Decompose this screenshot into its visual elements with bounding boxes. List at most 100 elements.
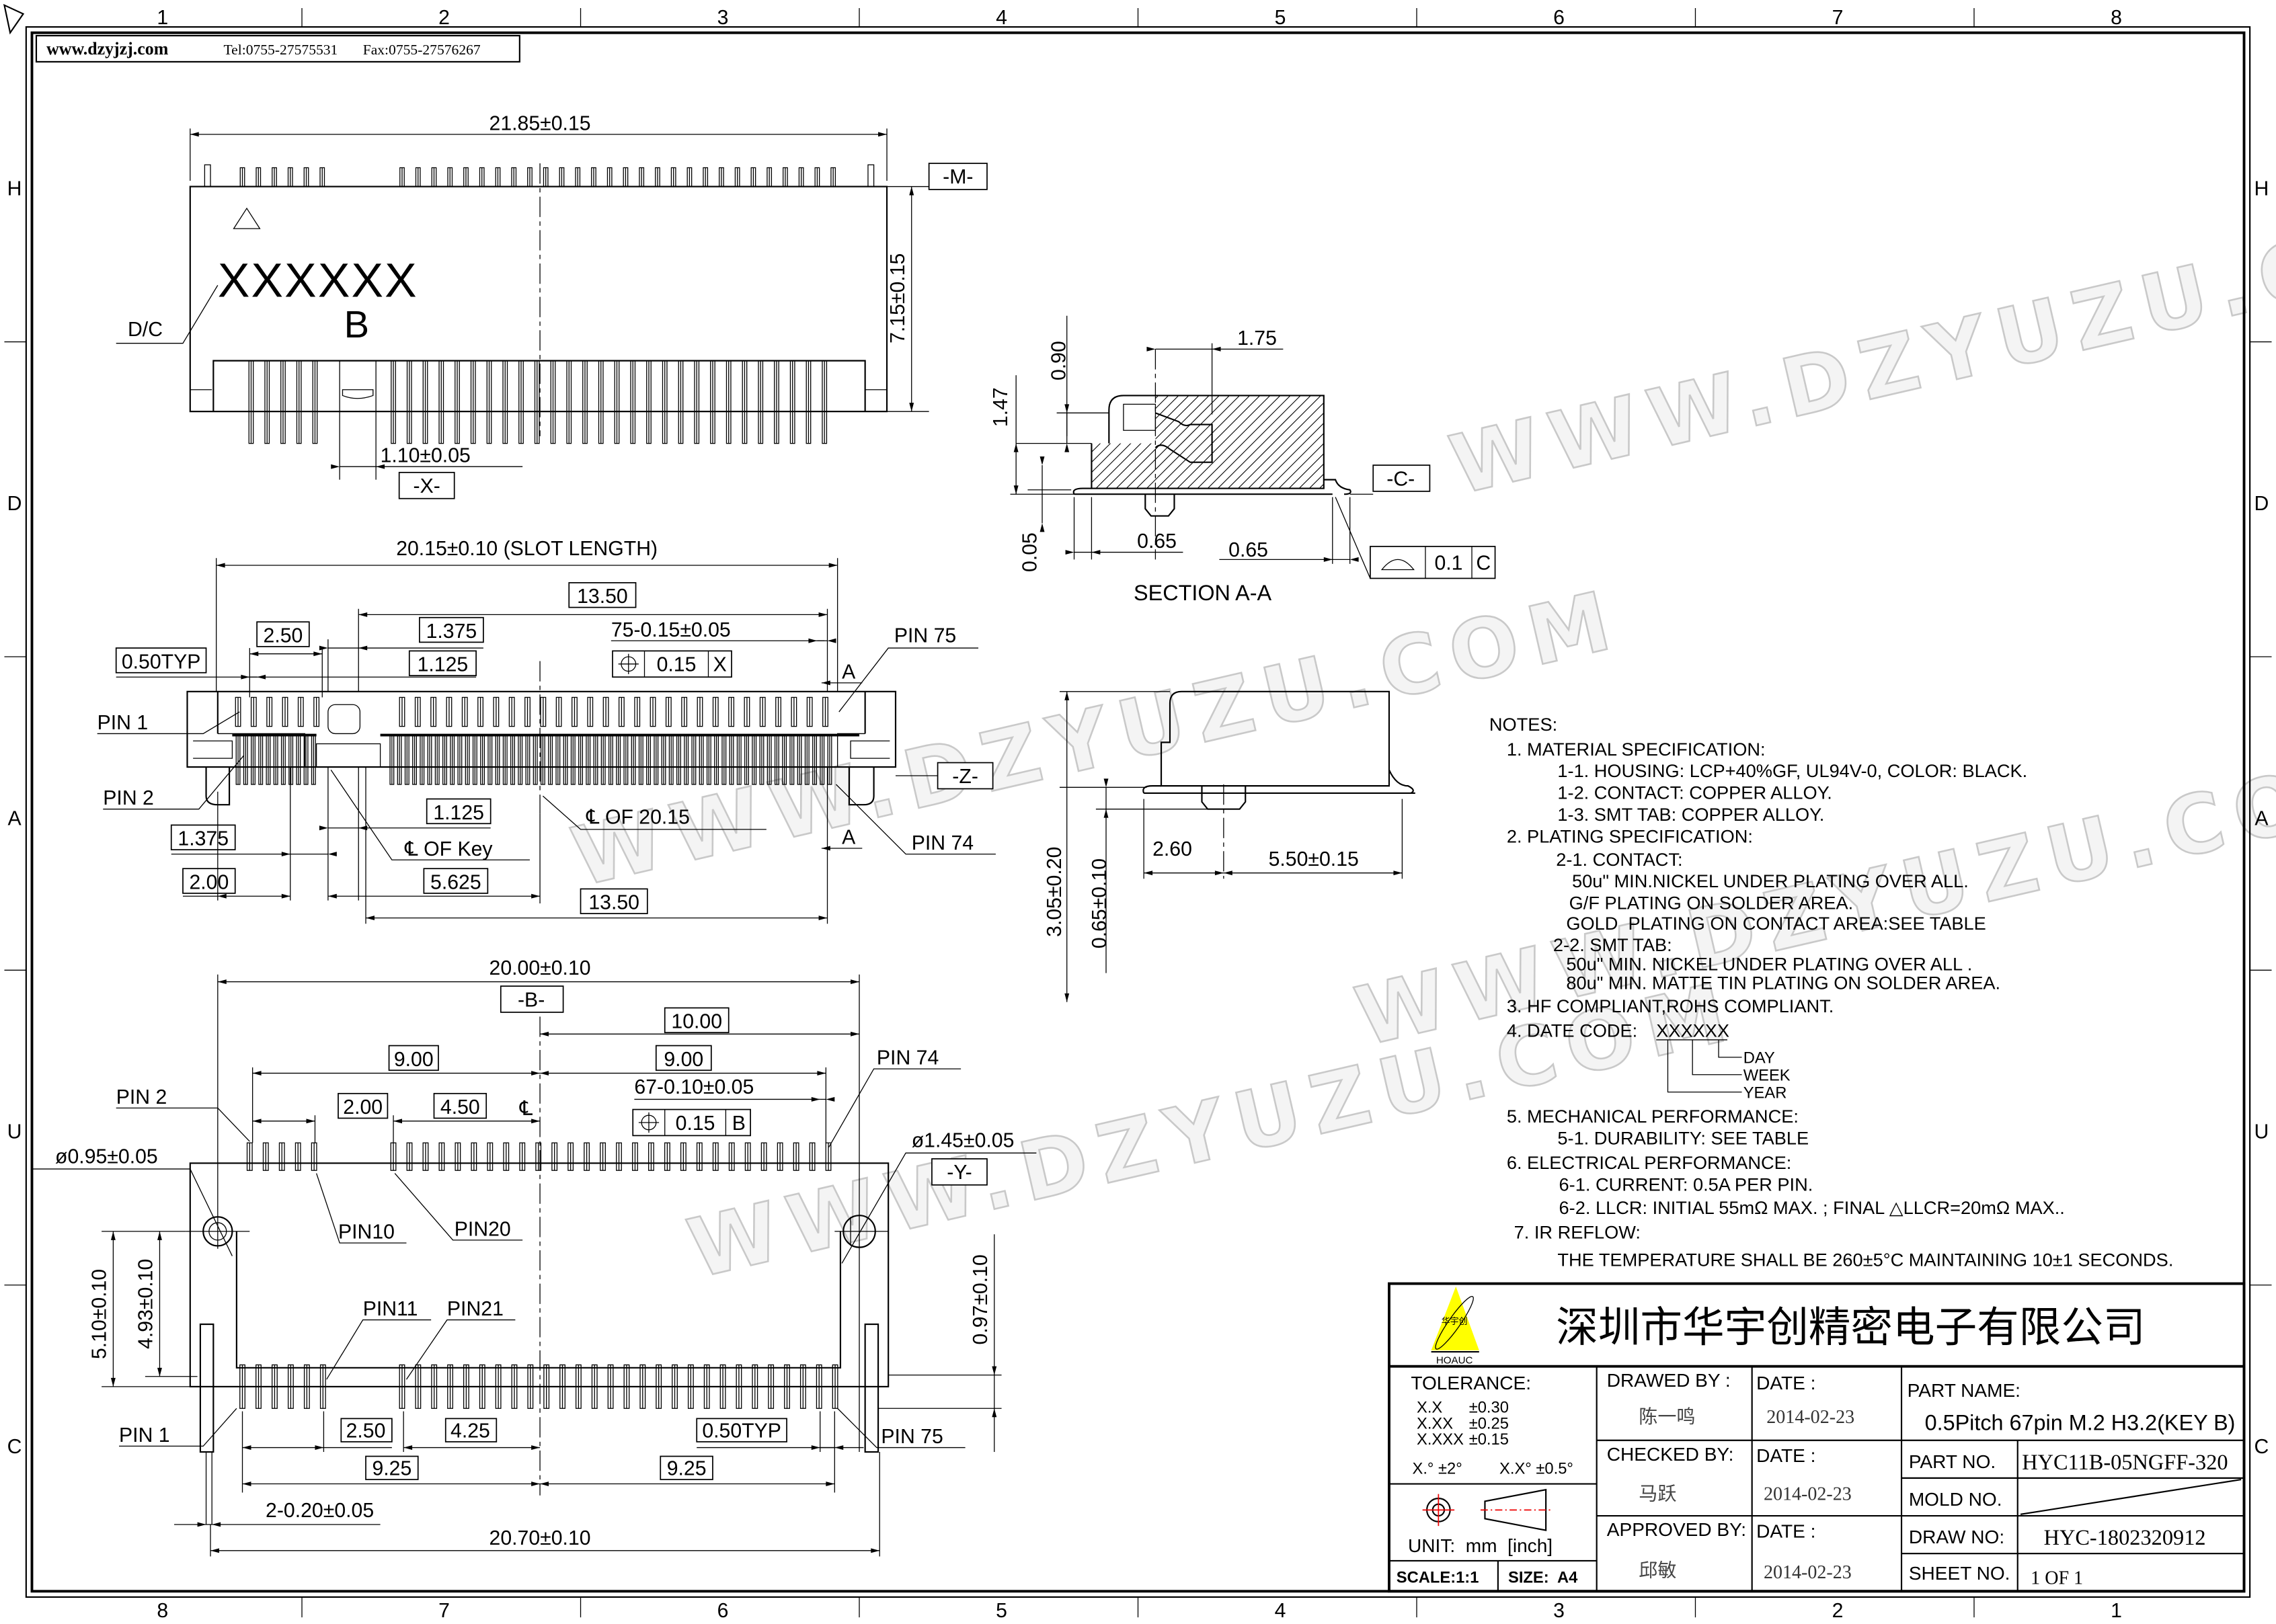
note-line: G/F PLATING ON SOLDER AREA. (1569, 893, 1854, 914)
row-letter: U (2254, 1121, 2269, 1143)
fcf-value: 0.15 (657, 654, 697, 676)
company-name: 深圳市华宇创精密电子有限公司 (1556, 1304, 2145, 1351)
arrowhead (1064, 443, 1070, 452)
dim-pitch: 0.50TYP (702, 1420, 781, 1442)
arrowhead (216, 563, 225, 568)
draw-no-label: DRAW NO: (1909, 1527, 2004, 1547)
note-line: 2-1. CONTACT: (1556, 849, 1682, 870)
arrowhead (851, 1031, 860, 1037)
section-hatch (1150, 395, 1253, 489)
pin-tolerance: 75-0.15±0.05 (611, 619, 731, 641)
dim-0-65-right: 0.65 (1228, 539, 1268, 561)
section-hatch (1212, 395, 1314, 489)
checked-by: 马跃 (1639, 1483, 1676, 1504)
header-contact-box: www.dzyjzj.com Tel:0755-27575531 Fax:075… (35, 34, 520, 63)
arrowhead (327, 852, 337, 857)
tolerance-key: X.X (1417, 1399, 1442, 1417)
date-checked: 2014-02-23 (1764, 1484, 1852, 1504)
arrowhead (531, 1445, 541, 1451)
label-pin1: PIN 1 (97, 712, 149, 734)
section-hatch (1222, 395, 1324, 489)
row-letter: U (7, 1121, 22, 1143)
section-hatch (1262, 395, 1324, 489)
label-pin74: PIN 74 (877, 1047, 939, 1069)
note-line: THE TEMPERATURE SHALL BE 260±5°C MAINTAI… (1557, 1250, 2173, 1270)
arrowhead (1223, 870, 1232, 876)
arrowhead (252, 1119, 262, 1124)
date-code-week: WEEK (1743, 1067, 1791, 1084)
section-hatch (1099, 395, 1202, 489)
row-letter: H (7, 178, 22, 200)
dim-9-00-left: 9.00 (394, 1049, 434, 1071)
datum-y: -Y- (947, 1162, 972, 1184)
dim-0-65-left: 0.65 (1137, 530, 1177, 553)
arrowhead (242, 1445, 251, 1451)
arrowhead (319, 645, 328, 651)
arrowhead (992, 1366, 997, 1375)
dim-1-75: 1.75 (1237, 327, 1277, 350)
tolerance-label: TOLERANCE: (1411, 1373, 1531, 1393)
note-line: 3. HF COMPLIANT,ROHS COMPLIANT. (1507, 996, 1834, 1016)
arrowhead (110, 1231, 116, 1240)
arrowhead (212, 1522, 221, 1527)
fcf-value: 0.15 (676, 1112, 715, 1135)
drawn-by-label: DRAWED BY : (1607, 1370, 1731, 1391)
arrowhead (811, 1445, 820, 1451)
section-hatch (1091, 395, 1192, 489)
row-letter: C (7, 1436, 22, 1458)
note-line: 1-2. CONTACT: COPPER ALLOY. (1557, 782, 1832, 803)
section-hatch (927, 393, 1029, 494)
frame-row-letters: H D A U C H D A U C (7, 178, 2269, 1459)
arrowhead (358, 825, 368, 831)
section-hatch (1130, 395, 1233, 489)
note-line: 5-1. DURABILITY: SEE TABLE (1557, 1127, 1809, 1148)
dim-4-93: 4.93±0.10 (135, 1259, 157, 1349)
fcf-datum: C (1476, 552, 1491, 574)
view-side: 3.05±0.20 0.65±0.10 2.60 5.50±0.15 (1044, 690, 1415, 1002)
datum-m: -M- (943, 166, 973, 188)
section-hatch (1202, 395, 1304, 489)
checked-by-label: CHECKED BY: (1607, 1444, 1734, 1465)
pin1-triangle-icon (233, 207, 261, 229)
arrowhead (818, 612, 828, 617)
row-letter: D (2254, 493, 2269, 515)
arrowhead (531, 1119, 541, 1124)
col-number: 8 (157, 1600, 168, 1622)
label-pin75: PIN 75 (894, 624, 956, 647)
dim-9-00-right: 9.00 (664, 1049, 703, 1071)
arrowhead (210, 1548, 219, 1553)
datum-c: -C- (1386, 468, 1415, 490)
note-line: 1. MATERIAL SPECIFICATION: (1507, 739, 1766, 760)
arrowhead (878, 132, 888, 137)
arrowhead (1064, 691, 1070, 700)
arrowhead (540, 1031, 549, 1037)
arrowhead (871, 1548, 880, 1553)
section-marker-bottom: A (842, 826, 856, 848)
col-number: 1 (2111, 1600, 2122, 1622)
logo-brand: HOAUC (1436, 1354, 1473, 1366)
dim-4-50: 4.50 (440, 1096, 480, 1119)
date-label: DATE : (1756, 1373, 1815, 1393)
arrowhead (834, 1445, 844, 1451)
arrowhead (828, 563, 838, 568)
col-number: 3 (717, 7, 729, 29)
dim-1-47: 1.47 (990, 387, 1012, 427)
row-letter: D (7, 493, 22, 515)
arrowhead (1349, 557, 1359, 562)
note-line: 2-2. SMT TAB: (1553, 934, 1672, 955)
drawn-by: 陈一鸣 (1639, 1406, 1695, 1427)
feature-control-frame: 0.15 X (612, 650, 732, 678)
pin-tolerance: 67-0.10±0.05 (634, 1076, 754, 1098)
dim-overall: 20.70±0.10 (489, 1527, 591, 1549)
arrowhead (992, 1408, 997, 1418)
dim-1-375-bottom: 1.375 (178, 828, 229, 850)
section-hatch (1191, 395, 1294, 489)
row-letter: A (8, 807, 22, 829)
front-view-pins (232, 696, 860, 785)
section-hatch (1282, 395, 1324, 489)
arrowhead (331, 464, 340, 469)
row-letter: C (2254, 1436, 2269, 1458)
dim-5-625: 5.625 (430, 871, 481, 893)
smt-tab (867, 164, 875, 188)
section-hatch (1171, 395, 1273, 489)
